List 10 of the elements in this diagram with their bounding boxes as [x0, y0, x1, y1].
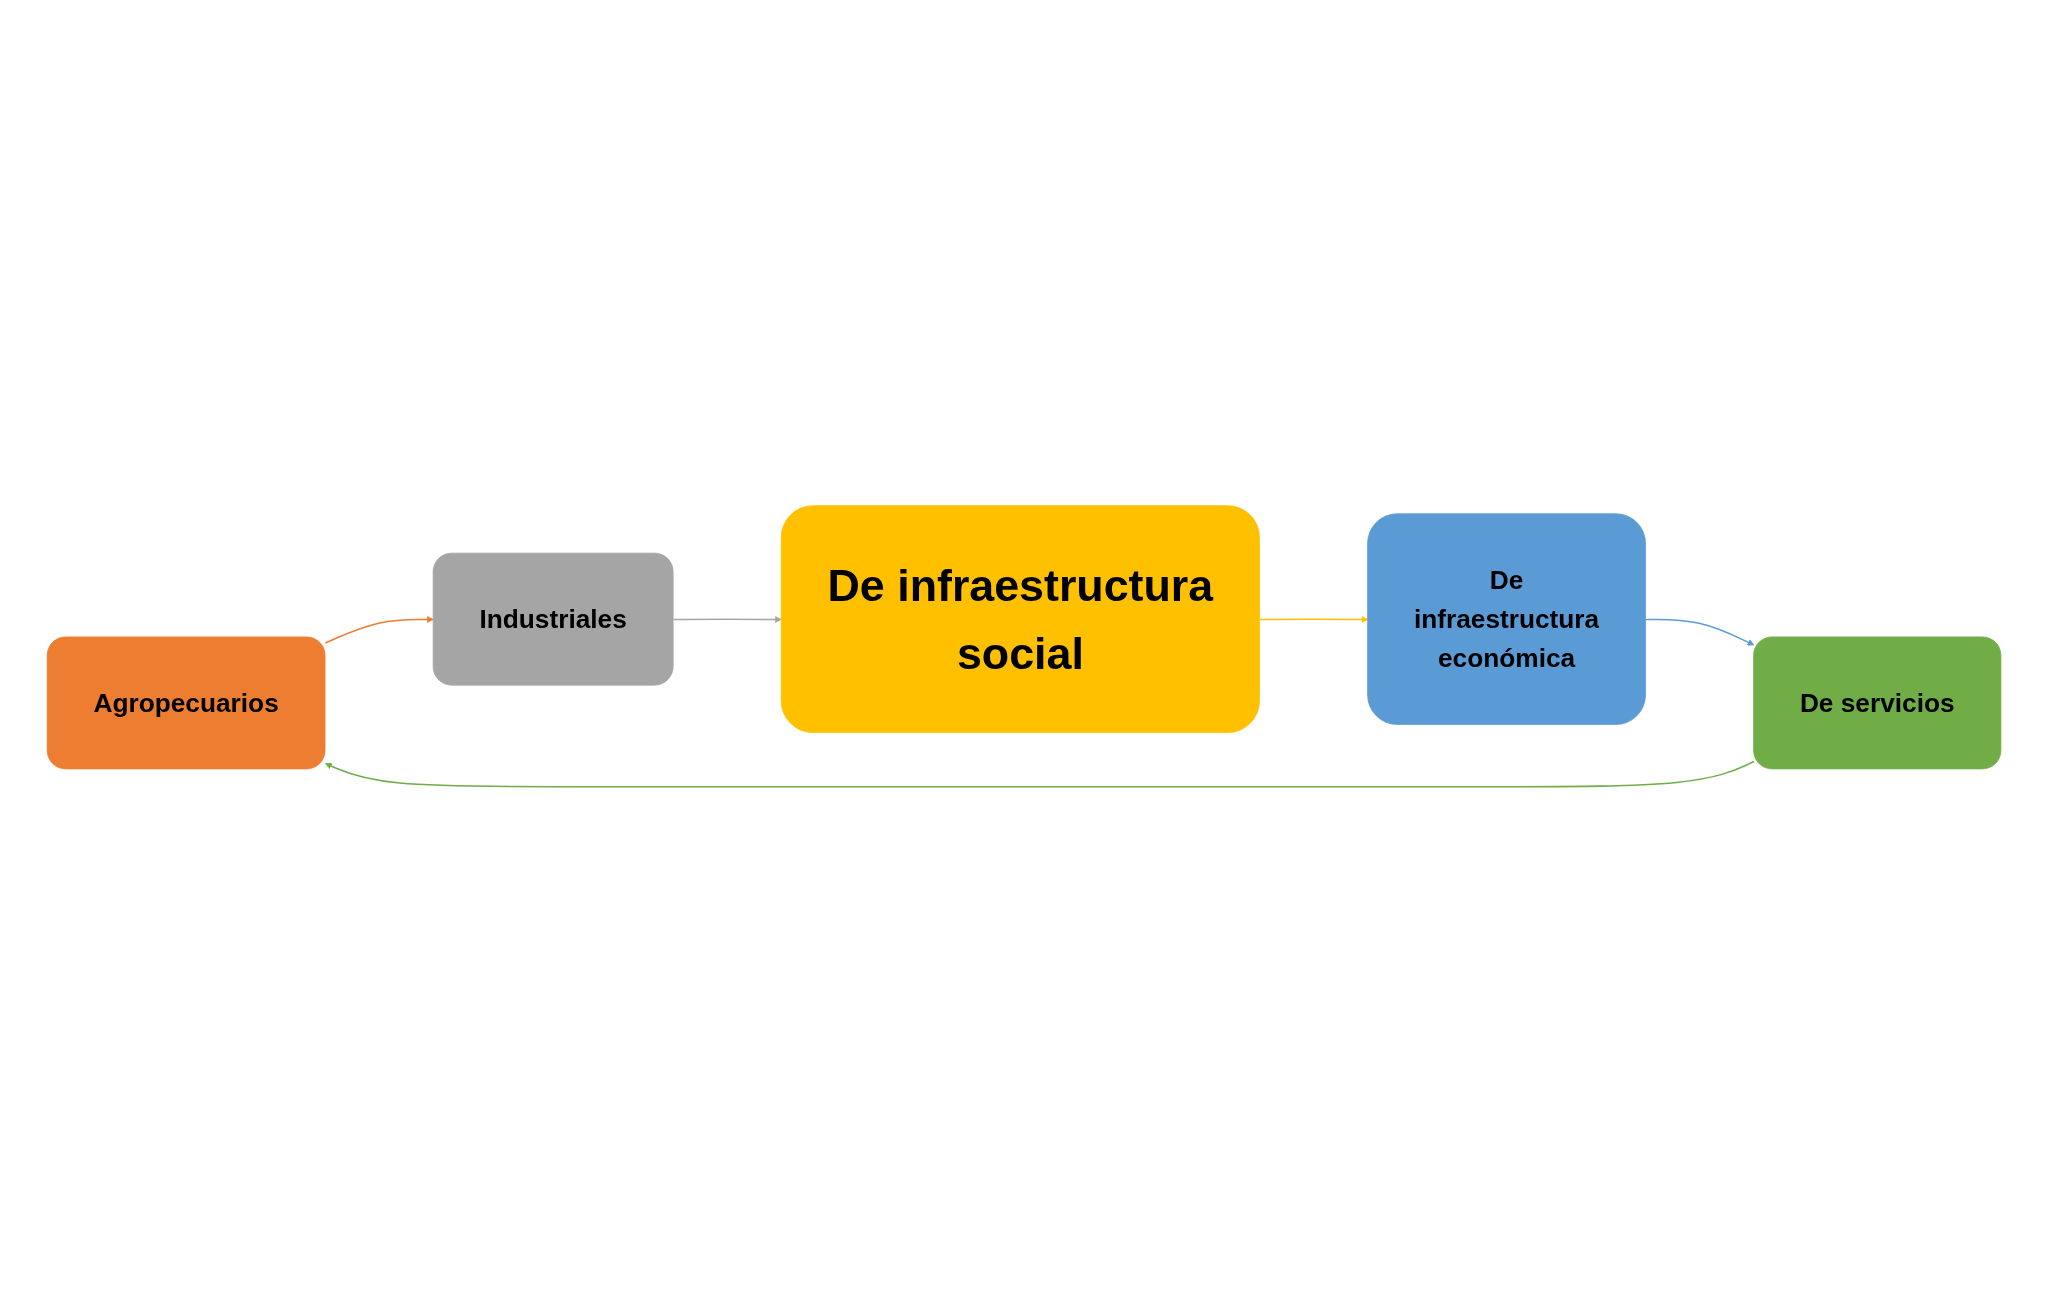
arrow [1645, 618, 1755, 646]
arrow [672, 615, 782, 623]
arrow [325, 760, 1755, 788]
rounded-box: De infraestructura económica [1367, 513, 1646, 725]
arrow [324, 615, 434, 644]
rounded-box: Industriales [432, 552, 674, 686]
arrow [1259, 615, 1369, 623]
rounded-box: Agropecuarios [46, 636, 326, 770]
rounded-box: De servicios [1753, 636, 2002, 770]
rounded-box: De infraestructura social [780, 505, 1260, 733]
